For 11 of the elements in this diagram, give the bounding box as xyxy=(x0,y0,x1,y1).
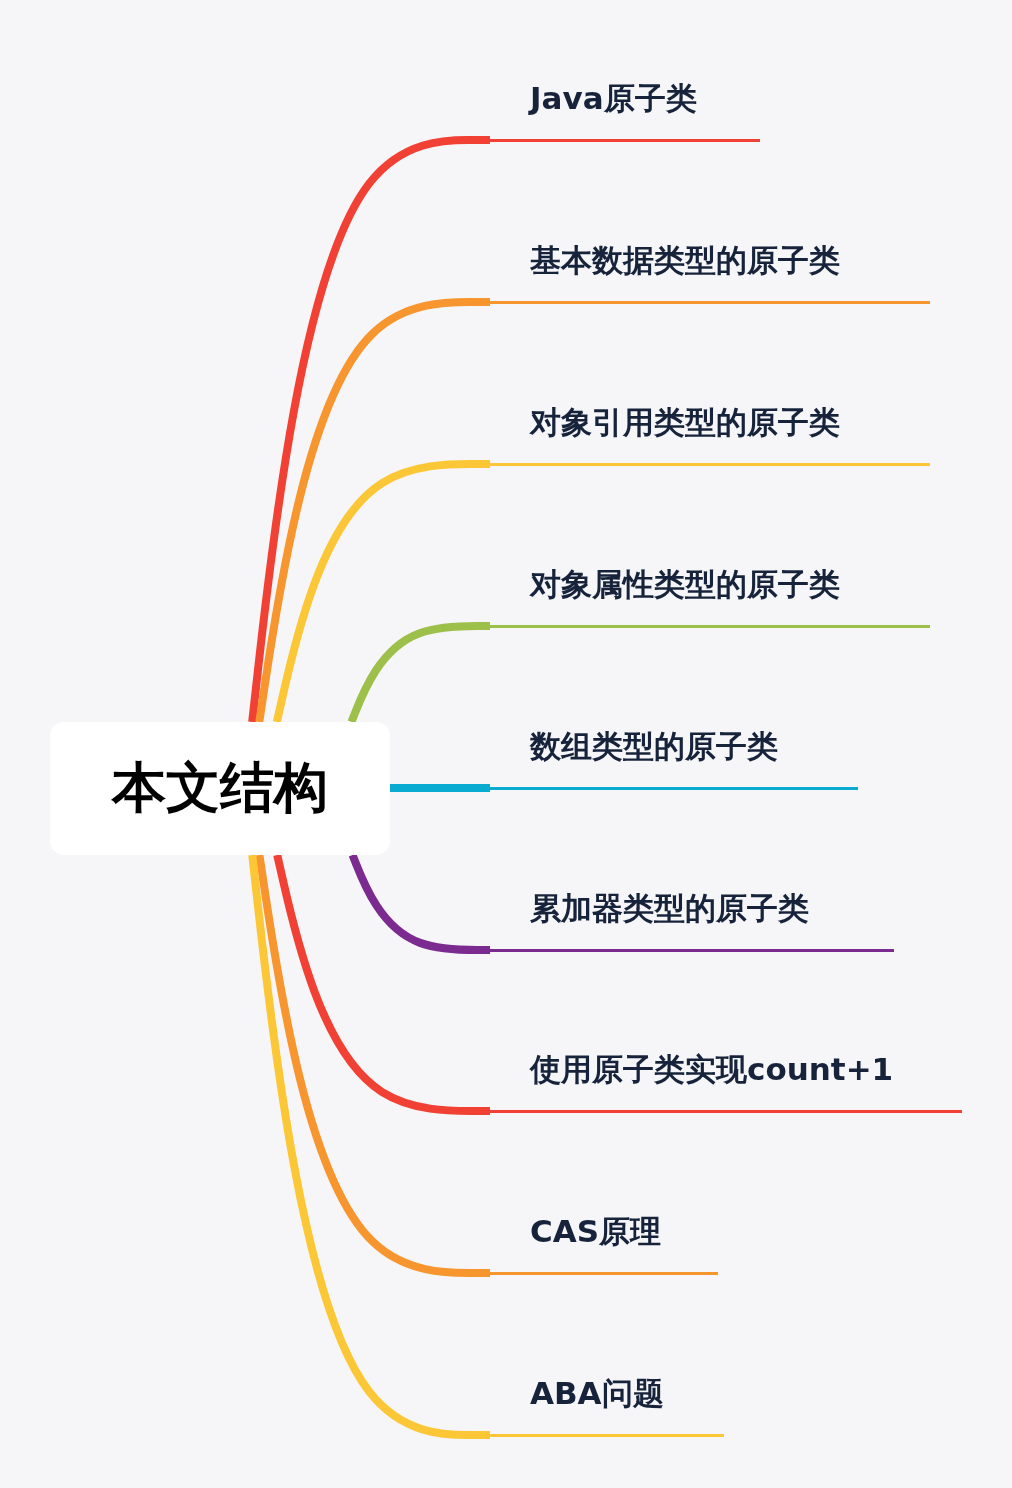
topic-label: Java原子类 xyxy=(530,78,697,118)
topic-label: 基本数据类型的原子类 xyxy=(530,240,840,280)
topic-label: CAS原理 xyxy=(530,1211,662,1251)
root-topic xyxy=(50,722,390,855)
topic-label: ABA问题 xyxy=(530,1373,664,1413)
root-topic-label: 本文结构 xyxy=(112,755,328,821)
topic-label: 累加器类型的原子类 xyxy=(530,888,809,928)
topic-label: 数组类型的原子类 xyxy=(530,726,778,766)
topic-label: 对象引用类型的原子类 xyxy=(530,402,840,442)
topic-label: 使用原子类实现count+1 xyxy=(530,1049,894,1089)
topic-label: 对象属性类型的原子类 xyxy=(530,564,840,604)
